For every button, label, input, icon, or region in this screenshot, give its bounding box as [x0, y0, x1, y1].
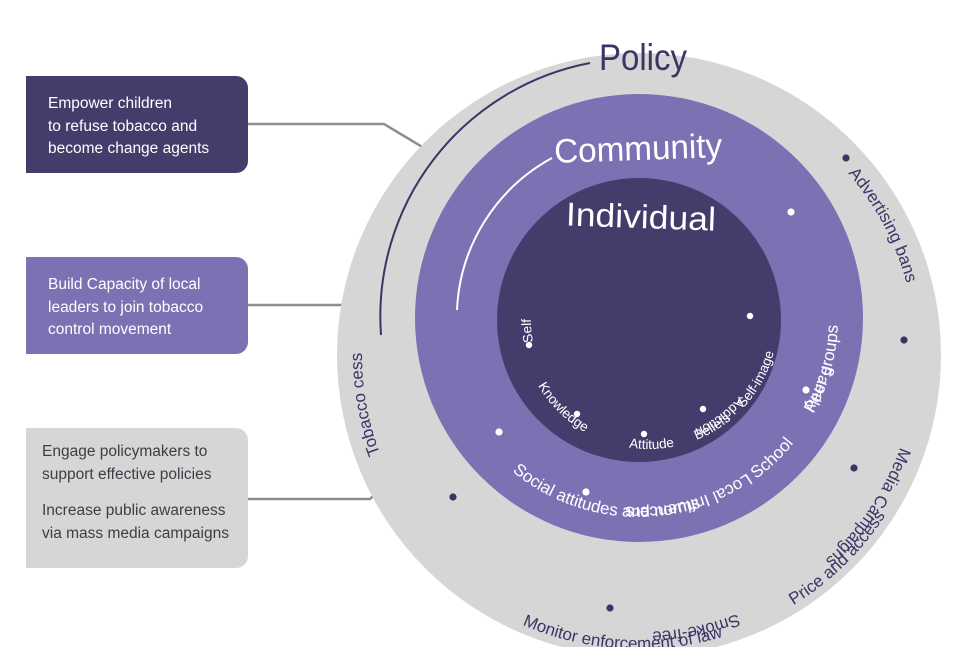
capacity-line-1: Build Capacity of local	[48, 276, 201, 293]
community-bullet	[802, 386, 810, 394]
individual-title: Individual	[565, 195, 716, 237]
community-bullet	[582, 488, 590, 496]
community-accent-arc	[456, 157, 553, 311]
community-bullet	[787, 208, 795, 216]
individual-bullet	[525, 341, 533, 349]
policy-bullet	[842, 154, 850, 162]
svg-text:Tobacco cessation: Tobacco cessation	[0, 0, 384, 459]
engage-line-2: support effective policies	[42, 465, 212, 483]
capacity-line-3: control movement	[48, 321, 172, 338]
policy-bullet	[900, 336, 908, 344]
awareness-line-2: via mass media campaigns	[42, 524, 229, 542]
policy-bullet	[606, 604, 614, 612]
policy-item-tobacco-cessation: Tobacco cessation	[0, 0, 384, 459]
individual-bullet	[746, 312, 754, 320]
empower-line-1: Empower children	[48, 95, 173, 112]
policy-accent-arc	[379, 62, 591, 336]
policy-bullet	[449, 493, 457, 501]
engage-policymakers-box: Engage policymakers to support effective…	[26, 428, 248, 568]
empower-line-2: to refuse tobacco and	[48, 117, 198, 135]
awareness-line-1: Increase public awareness	[42, 502, 226, 519]
empower-children-box: Empower children to refuse tobacco and b…	[26, 76, 248, 173]
individual-bullet	[699, 405, 707, 413]
individual-bullet	[573, 410, 581, 418]
community-title: Community	[554, 127, 723, 171]
build-capacity-box: Build Capacity of local leaders to join …	[26, 257, 248, 354]
individual-core	[497, 178, 781, 462]
empower-line-3: become change agents	[48, 140, 210, 157]
engage-line-1: Engage policymakers to	[42, 443, 208, 460]
svg-text:Attitude: Attitude	[628, 435, 674, 452]
individual-item-attitude: Attitude	[628, 435, 674, 452]
community-bullet	[495, 428, 503, 436]
capacity-line-2: leaders to join tobacco	[48, 298, 204, 316]
policy-title: Policy	[599, 37, 687, 78]
individual-bullet	[640, 430, 648, 438]
policy-bullet	[850, 464, 858, 472]
